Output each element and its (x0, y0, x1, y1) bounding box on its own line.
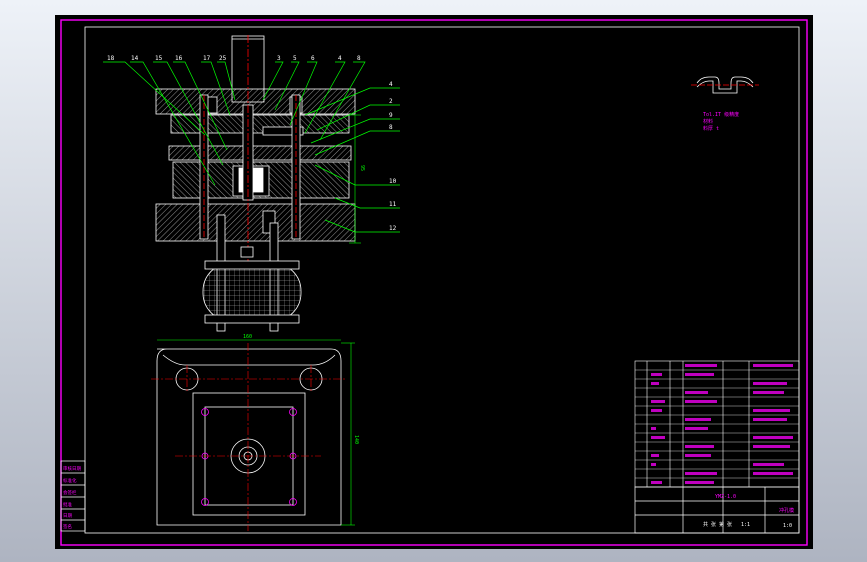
balloon-10: 10 (389, 178, 397, 185)
parts-list-entry-mark (685, 481, 714, 484)
sheet-count: 共 张 第 张 (703, 521, 732, 528)
upper-die-plate (155, 88, 356, 115)
parts-list-entry-mark (685, 454, 711, 457)
balloon-labels: 18 14 15 16 17 25 3 5 6 4 8 4 2 9 8 10 1… (107, 55, 397, 232)
lower-die-plate (155, 203, 356, 242)
title-block-text: YMZ-1.0 冲孔模 1:1 共 张 第 张 1:0 (703, 494, 794, 529)
parts-list-entry-mark (651, 373, 662, 376)
parts-list-entry-mark (685, 472, 717, 475)
drawing-scale: 1:1 (741, 522, 750, 528)
outer-frame (60, 19, 808, 546)
parts-list-entry-mark (753, 409, 790, 412)
parts-list-entry-mark (685, 418, 711, 421)
side-row-2: 标准化 (63, 477, 77, 484)
inner-frame (84, 26, 800, 534)
balloon-5: 5 (293, 55, 297, 62)
die-plate-outline (192, 392, 306, 516)
parts-list-entry-mark (651, 382, 659, 385)
parts-list-entry-mark (685, 445, 714, 448)
parts-list-entry-mark (753, 391, 784, 394)
parts-list-entry-mark (651, 427, 656, 430)
dim-plan-width: 160 (243, 334, 252, 340)
parts-list-entry-mark (685, 391, 708, 394)
parts-list-entry-mark (685, 373, 714, 376)
balloon-2: 2 (389, 98, 393, 105)
balloon-9: 9 (389, 112, 393, 119)
part-note-1: Tol.IT 级精度 (703, 111, 739, 118)
balloon-25: 25 (219, 55, 227, 62)
side-row-5: 日期 (63, 513, 72, 519)
balloon-14: 14 (131, 55, 139, 62)
rubber-buffer (202, 262, 302, 322)
balloon-8b: 8 (389, 124, 393, 131)
drawing-title: 冲孔模 (779, 507, 794, 514)
height-dimension (349, 114, 361, 244)
plan-view (156, 348, 342, 526)
parts-list-entry-mark (651, 463, 656, 466)
balloon-12: 12 (389, 225, 397, 232)
dim-height-text: 95 (359, 165, 365, 171)
part-note-2: 材料 (703, 118, 713, 125)
base-outline (156, 348, 342, 526)
balloon-18: 18 (107, 55, 115, 62)
side-row-6: 签名 (63, 523, 72, 530)
plan-dimensions (157, 339, 355, 526)
parts-list-entry-mark (753, 418, 787, 421)
balloon-3: 3 (277, 55, 281, 62)
part-sketch (691, 76, 759, 94)
plan-centerlines (151, 343, 347, 531)
balloon-4a: 4 (338, 55, 342, 62)
parts-list-entry-mark (685, 427, 708, 430)
balloon-16: 16 (175, 55, 183, 62)
parts-list-entry-mark (651, 400, 665, 403)
parts-list-entry-mark (753, 472, 793, 475)
plan-view-holes (201, 408, 297, 506)
parts-list-entry-mark (651, 454, 659, 457)
parts-list-entry-mark (753, 463, 784, 466)
punch-holder (170, 114, 350, 134)
parts-list-entry-mark (753, 445, 790, 448)
title-block (634, 486, 800, 534)
section-view (155, 35, 356, 332)
parts-list-entry-mark (651, 481, 662, 484)
balloon-6: 6 (311, 55, 315, 62)
parts-list-entry-mark (753, 364, 793, 367)
title-total: 1:0 (783, 523, 792, 529)
parts-list-entry-mark (685, 400, 717, 403)
drawing-number: YMZ-1.0 (715, 494, 736, 500)
die-assembly-drawing: 18 14 15 16 17 25 3 5 6 4 8 4 2 9 8 10 1… (60, 19, 808, 546)
side-row-1: 审核日期 (63, 465, 81, 472)
balloon-8a: 8 (357, 55, 361, 62)
part-note-3: 料厚 t (703, 125, 719, 132)
left-side-table-text: 审核日期 标准化 会签栏 批准 日期 签名 (63, 465, 81, 530)
balloon-11: 11 (389, 201, 397, 208)
parts-list-entry-mark (651, 436, 665, 439)
parts-list-entries (651, 364, 793, 484)
side-row-4: 批准 (63, 501, 72, 508)
dim-plan-height: 140 (353, 435, 359, 444)
parts-list-rows (635, 369, 799, 479)
balloon-17: 17 (203, 55, 211, 62)
parts-list-entry-mark (685, 364, 717, 367)
left-side-table (60, 460, 86, 532)
parts-list-entry-mark (753, 382, 787, 385)
parts-list-entry-mark (651, 409, 662, 412)
part-sketch-notes: Tol.IT 级精度 材料 料厚 t (703, 111, 739, 132)
balloon-4b: 4 (389, 81, 393, 88)
balloon-15: 15 (155, 55, 163, 62)
side-row-3: 会签栏 (63, 489, 77, 496)
cad-viewport[interactable]: 18 14 15 16 17 25 3 5 6 4 8 4 2 9 8 10 1… (55, 15, 813, 549)
parts-list-entry-mark (753, 436, 793, 439)
